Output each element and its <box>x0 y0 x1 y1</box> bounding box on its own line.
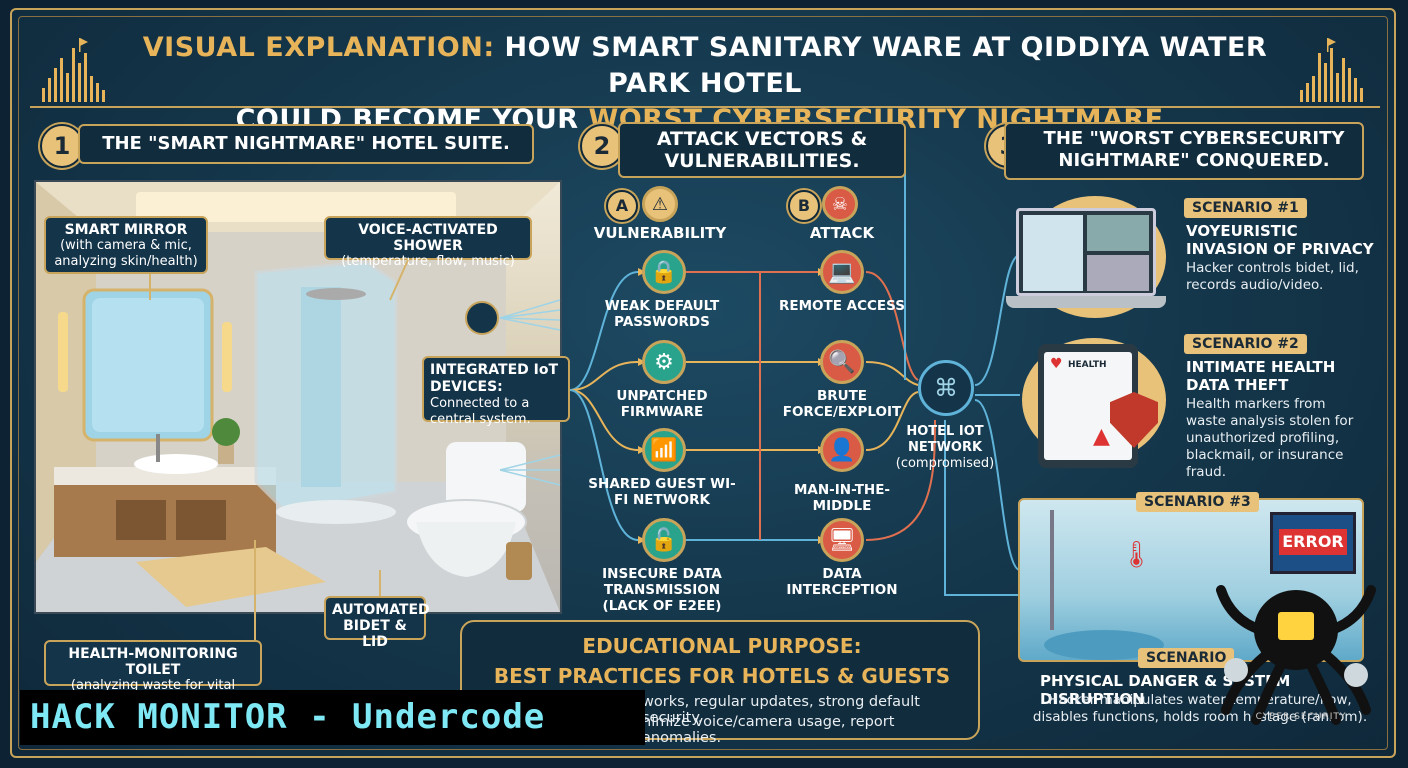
laptop-base <box>1006 296 1166 308</box>
open-lock-icon: 🔓 <box>642 518 686 562</box>
skull-icon: ☠ <box>822 186 858 222</box>
section-2-title: ATTACK VECTORS & VULNERABILITIES. <box>618 122 906 178</box>
equalizer-right-icon <box>1300 38 1363 102</box>
column-b-label: ATTACK <box>809 224 875 242</box>
scenario-1-title: VOYEURISTIC INVASION OF PRIVACY <box>1186 222 1374 258</box>
network-hub-icon: ⌘ <box>918 360 974 416</box>
scenario-3-text: Hacker manipulates water temperature/flo… <box>1032 692 1368 725</box>
title-part: HOW SMART SANITARY WARE AT QIDDIYA WATER… <box>494 32 1268 99</box>
thermometer-icon: 🌡 <box>1120 540 1154 570</box>
equalizer-left-icon <box>42 38 105 102</box>
gear-icon: ⚙ <box>642 340 686 384</box>
laptop-screen <box>1016 208 1156 296</box>
attack-label: MAN-IN-THE-MIDDLE <box>793 482 891 514</box>
iot-devices-callout: INTEGRATED IoT DEVICES: Connected to a c… <box>422 356 570 427</box>
iot-title: INTEGRATED IoT DEVICES: <box>430 362 559 395</box>
title-divider <box>30 106 1380 108</box>
education-title-2: BEST PRACTICES FOR HOTELS & GUESTS <box>493 664 951 688</box>
attack-label: REMOTE ACCESS <box>779 298 905 314</box>
lock-icon: 🔒 <box>642 250 686 294</box>
section-3-title: THE "WORST CYBERSECURITY NIGHTMARE" CONQ… <box>1004 122 1364 180</box>
bathroom-scene <box>36 182 560 612</box>
vulnerability-label: SHARED GUEST WI-FI NETWORK <box>588 476 736 508</box>
error-screen: ERROR <box>1270 512 1356 574</box>
warning-triangle-icon: ▲ <box>1093 424 1110 449</box>
logo-subtitle: CYBER SECURITY <box>1255 712 1347 722</box>
wifi-icon: 📶 <box>642 428 686 472</box>
section-1-number: 1 <box>40 124 84 168</box>
smart-mirror-title: SMART MIRROR <box>64 222 188 238</box>
education-line-2: nimize voice/camera usage, report anomal… <box>642 714 895 746</box>
tablet-label: HEALTH <box>1068 360 1107 370</box>
title-gold-part: VISUAL EXPLANATION: <box>142 32 495 63</box>
smart-mirror-text: (with camera & mic, analyzing skin/healt… <box>54 238 198 269</box>
vulnerability-label: UNPATCHED FIRMWARE <box>616 388 708 420</box>
column-a-letter: A <box>606 190 638 222</box>
toilet-title: HEALTH-MONITORING TOILET <box>68 646 238 678</box>
magnifier-icon: 🔍 <box>820 340 864 384</box>
smart-mirror-callout: SMART MIRROR (with camera & mic, analyzi… <box>44 216 208 274</box>
scenario-2-tag: SCENARIO #2 <box>1184 334 1307 354</box>
column-a-label: VULNERABILITY <box>593 224 727 242</box>
person-icon: 👤 <box>820 428 864 472</box>
scenario-3-tag: SCENARIO #3 <box>1136 492 1259 512</box>
education-title-1: EDUCATIONAL PURPOSE: <box>582 634 862 658</box>
scenario-3-illustration: ERROR 🌡 <box>1018 498 1364 662</box>
section-2-number: 2 <box>580 124 624 168</box>
scenario-partial-tag: SCENARIO <box>1138 648 1235 668</box>
bidet-callout: AUTOMATED BIDET & LID <box>324 596 430 650</box>
shower-text: (temperature, flow, music) <box>341 254 515 269</box>
scenario-2-text: Health markers from waste analysis stole… <box>1186 396 1354 480</box>
attack-label: BRUTE FORCE/EXPLOIT <box>782 388 902 420</box>
monitor-icon: 🖥 <box>820 518 864 562</box>
scenario-1-tag: SCENARIO #1 <box>1184 198 1307 218</box>
hub-subtitle: (compromised) <box>895 456 995 471</box>
shower-callout: VOICE-ACTIVATED SHOWER (temperature, flo… <box>324 216 532 269</box>
laptop-icon: 💻 <box>820 250 864 294</box>
undercode-octopus-logo: CYBER SECURITY <box>1216 560 1376 730</box>
error-label: ERROR <box>1279 529 1347 555</box>
column-b-letter: B <box>788 190 820 222</box>
shower-pipe <box>1050 510 1054 630</box>
vulnerability-label: WEAK DEFAULT PASSWORDS <box>604 298 720 330</box>
hub-title: HOTEL IoT NETWORK <box>906 424 984 455</box>
scenario-1-text: Hacker controls bidet, lid, records audi… <box>1186 260 1359 293</box>
hack-monitor-watermark: HACK MONITOR - Undercode <box>20 690 645 745</box>
scenario-2-title: INTIMATE HEALTH DATA THEFT <box>1186 358 1336 394</box>
heart-icon: ♥ <box>1050 356 1063 372</box>
warning-icon: ⚠ <box>642 186 678 222</box>
attack-label: DATA INTERCEPTION <box>786 566 898 598</box>
section-1-title: THE "SMART NIGHTMARE" HOTEL SUITE. <box>78 124 534 164</box>
shower-title: VOICE-ACTIVATED SHOWER <box>358 222 498 254</box>
education-line-1: works, regular updates, strong default s… <box>642 694 920 726</box>
vulnerability-label: INSECURE DATA TRANSMISSION (lack of E2EE… <box>602 566 722 614</box>
iot-text: Connected to a central system. <box>430 396 531 427</box>
